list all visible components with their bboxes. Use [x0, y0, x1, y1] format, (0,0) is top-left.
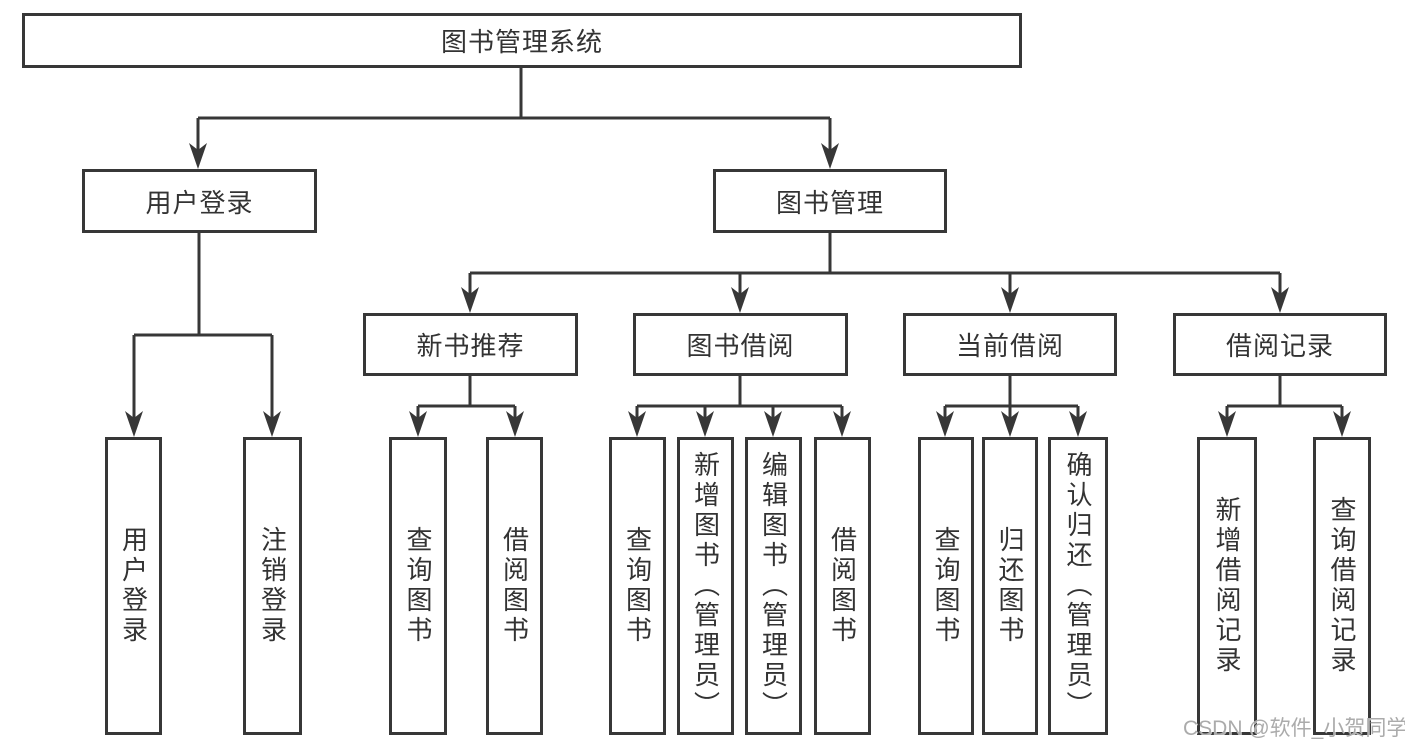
leaf-borrow-books-borrow: 借阅图书 — [814, 437, 871, 735]
node-book-management-label: 图书管理 — [775, 187, 884, 218]
leaf-user-login-label: 用户登录 — [118, 526, 149, 646]
leaf-add-book-admin-label: 新增图书（管理员） — [690, 451, 721, 721]
leaf-add-book-admin: 新增图书（管理员） — [677, 437, 734, 735]
node-user-login-label: 用户登录 — [145, 187, 254, 218]
leaf-add-borrow-record-label: 新增借阅记录 — [1212, 496, 1242, 676]
node-book-management: 图书管理 — [713, 169, 947, 233]
leaf-query-borrow-record: 查询借阅记录 — [1313, 437, 1371, 735]
leaf-borrow-books-recommend: 借阅图书 — [486, 437, 543, 735]
node-borrow-records: 借阅记录 — [1173, 313, 1387, 376]
leaf-query-books-recommend-label: 查询图书 — [403, 526, 433, 646]
leaf-query-books-recommend: 查询图书 — [389, 437, 447, 735]
leaf-query-books-borrow-label: 查询图书 — [622, 526, 653, 646]
node-borrow-records-label: 借阅记录 — [1225, 331, 1334, 361]
watermark: CSDN @软件_小贺同学 — [1183, 717, 1405, 740]
leaf-add-borrow-record: 新增借阅记录 — [1197, 437, 1257, 735]
node-user-login: 用户登录 — [82, 169, 317, 233]
node-current-borrow-label: 当前借阅 — [955, 331, 1064, 361]
leaf-user-login: 用户登录 — [105, 437, 162, 735]
node-book-borrow: 图书借阅 — [633, 313, 848, 376]
leaf-return-book: 归还图书 — [982, 437, 1038, 735]
node-root: 图书管理系统 — [22, 13, 1022, 68]
node-new-book-recommend: 新书推荐 — [363, 313, 578, 376]
node-book-borrow-label: 图书借阅 — [686, 331, 795, 361]
leaf-query-books-current: 查询图书 — [918, 437, 974, 735]
leaf-logout-label: 注销登录 — [257, 526, 288, 646]
leaf-query-books-borrow: 查询图书 — [609, 437, 666, 735]
leaf-return-book-label: 归还图书 — [995, 526, 1025, 646]
leaf-confirm-return-admin: 确认归还（管理员） — [1048, 437, 1108, 735]
leaf-borrow-books-recommend-label: 借阅图书 — [499, 526, 530, 646]
leaf-logout: 注销登录 — [243, 437, 302, 735]
leaf-query-books-current-label: 查询图书 — [931, 526, 961, 646]
node-new-book-recommend-label: 新书推荐 — [416, 331, 525, 361]
leaf-query-borrow-record-label: 查询借阅记录 — [1327, 496, 1357, 676]
node-current-borrow: 当前借阅 — [903, 313, 1117, 376]
leaf-borrow-books-borrow-label: 借阅图书 — [827, 526, 858, 646]
node-root-label: 图书管理系统 — [440, 27, 603, 57]
leaf-edit-book-admin-label: 编辑图书（管理员） — [758, 451, 789, 721]
leaf-confirm-return-admin-label: 确认归还（管理员） — [1063, 451, 1093, 721]
leaf-edit-book-admin: 编辑图书（管理员） — [745, 437, 802, 735]
